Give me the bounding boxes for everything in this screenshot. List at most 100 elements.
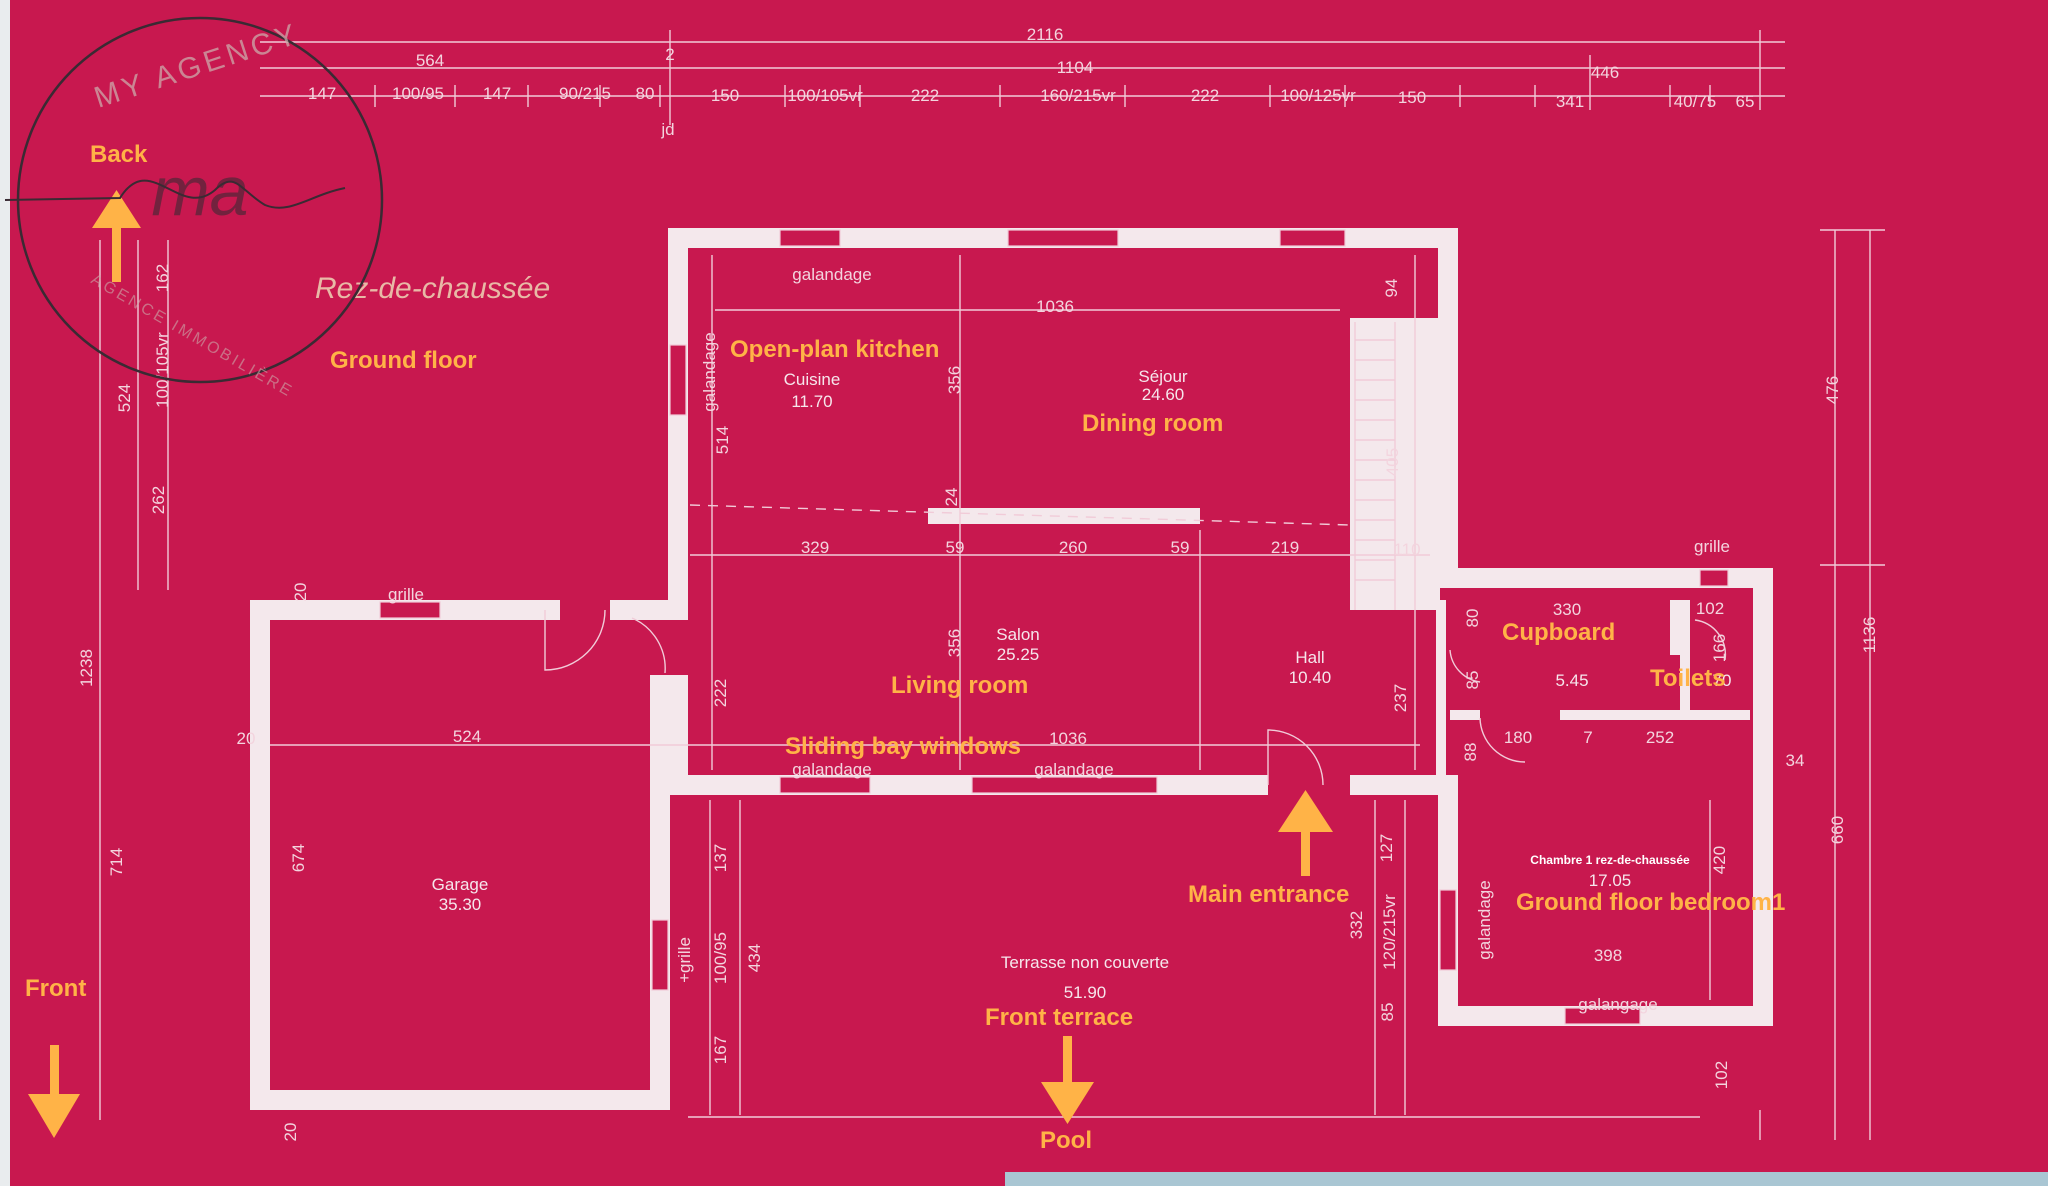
galandage-salon-right: galandage bbox=[1034, 760, 1113, 779]
room-garage-name: Garage bbox=[432, 875, 489, 894]
dim-162: 162 bbox=[153, 264, 172, 292]
dim-222b: 222 bbox=[1191, 86, 1219, 105]
dim-167: 167 bbox=[711, 1036, 730, 1064]
side-dimension-lines bbox=[99, 229, 1885, 1140]
dim-147a: 147 bbox=[308, 84, 336, 103]
room-hall-area: 10.40 bbox=[1289, 668, 1332, 687]
annotation-ground-floor: Ground floor bbox=[330, 347, 477, 374]
dim-85-terrace: 85 bbox=[1378, 1003, 1397, 1022]
dim-514: 514 bbox=[713, 426, 732, 454]
dim-262: 262 bbox=[149, 486, 168, 514]
dim-80: 80 bbox=[636, 84, 655, 103]
dim-65: 65 bbox=[1736, 92, 1755, 111]
dim-434: 434 bbox=[745, 944, 764, 972]
dim-1238: 1238 bbox=[77, 649, 96, 687]
annotation-cupboard: Cupboard bbox=[1502, 619, 1615, 646]
pool-arrow-icon bbox=[1041, 1036, 1094, 1124]
windows bbox=[379, 229, 1729, 1025]
dim-219: 219 bbox=[1271, 538, 1299, 557]
dim-674: 674 bbox=[289, 844, 308, 872]
opening-labels: galandage galandage galandage galandage … bbox=[388, 265, 1730, 1014]
dim-398: 398 bbox=[1594, 946, 1622, 965]
annotation-living-room: Living room bbox=[891, 672, 1028, 699]
room-cupboard-area: 5.45 bbox=[1555, 671, 1588, 690]
dim-90-215: 90/215 bbox=[559, 84, 611, 103]
annotation-main-entrance: Main entrance bbox=[1188, 881, 1349, 908]
annotation-back: Back bbox=[90, 141, 148, 168]
dim-1036-salon: 1036 bbox=[1049, 729, 1087, 748]
room-salon-name: Salon bbox=[996, 625, 1039, 644]
dim-1136: 1136 bbox=[1860, 617, 1879, 654]
dim-524: 524 bbox=[453, 727, 481, 746]
dim-150a: 150 bbox=[711, 86, 739, 105]
dim-110: 110 bbox=[1393, 540, 1420, 559]
dim-405: 405 bbox=[1383, 448, 1402, 476]
down-arrow-icon bbox=[28, 1045, 80, 1138]
dim-420: 420 bbox=[1710, 846, 1729, 874]
grille-garage: grille bbox=[388, 585, 424, 604]
dim-332: 332 bbox=[1347, 911, 1366, 939]
room-sejour-name: Séjour bbox=[1138, 367, 1187, 386]
annotation-pool: Pool bbox=[1040, 1127, 1092, 1154]
doors bbox=[544, 609, 1727, 786]
dim-524-left: 524 bbox=[115, 384, 134, 412]
room-cuisine-name: Cuisine bbox=[784, 370, 841, 389]
galandage-kitchen: galandage bbox=[792, 265, 871, 284]
dim-564: 564 bbox=[416, 51, 444, 70]
dim-356-salon: 356 bbox=[945, 629, 964, 657]
dim-100-95-terrace: 100/95 bbox=[711, 932, 730, 984]
dim-40-75: 40/75 bbox=[1674, 92, 1717, 111]
main-entrance-arrow-icon bbox=[1278, 790, 1333, 876]
dim-100-105vr: 100/105vr bbox=[787, 86, 863, 105]
dim-34: 34 bbox=[1786, 751, 1805, 770]
annotation-sliding-bay: Sliding bay windows bbox=[785, 733, 1021, 760]
dim-85: 85 bbox=[1463, 671, 1482, 690]
top-dimension-lines bbox=[260, 30, 1785, 125]
dim-330: 330 bbox=[1553, 600, 1581, 619]
room-sejour-area: 24.60 bbox=[1142, 385, 1185, 404]
dim-1104: 1104 bbox=[1057, 58, 1094, 77]
staircase bbox=[1354, 322, 1396, 610]
interior-dimension-lines bbox=[270, 255, 1711, 1118]
dim-341: 341 bbox=[1556, 92, 1584, 111]
annotation-bedroom: Ground floor bedroom1 bbox=[1516, 889, 1785, 916]
dim-80-cupboard: 80 bbox=[1463, 609, 1482, 628]
dim-24: 24 bbox=[942, 488, 961, 507]
dim-2116: 2116 bbox=[1027, 25, 1064, 44]
room-terrasse-name: Terrasse non couverte bbox=[1001, 953, 1169, 972]
room-cuisine-area: 11.70 bbox=[791, 392, 832, 411]
dim-100-105vr-left: 100/105vr bbox=[153, 332, 172, 408]
dim-147b: 147 bbox=[483, 84, 511, 103]
dim-356-top: 356 bbox=[945, 366, 964, 394]
dim-166: 166 bbox=[1710, 634, 1729, 662]
dim-222-salon: 222 bbox=[711, 679, 730, 707]
galandage-salon-left: galandage bbox=[792, 760, 871, 779]
dim-180: 180 bbox=[1504, 728, 1532, 747]
dim-329: 329 bbox=[801, 538, 829, 557]
grille-toilets: grille bbox=[1694, 537, 1730, 556]
room-garage-area: 35.30 bbox=[439, 895, 482, 914]
annotation-front-terrace: Front terrace bbox=[985, 1004, 1133, 1031]
galandage-kitchen-side: galandage bbox=[700, 332, 719, 411]
top-dimension-labels: 2116 564 2 1104 446 147 100/95 147 90/21… bbox=[308, 25, 1755, 139]
room-hall-name: Hall bbox=[1295, 648, 1324, 667]
dim-100-125vr: 100/125vr bbox=[1280, 86, 1356, 105]
dim-237: 237 bbox=[1391, 684, 1410, 712]
room-chambre-name: Chambre 1 rez-de-chaussée bbox=[1530, 853, 1690, 867]
annotation-dining-room: Dining room bbox=[1082, 410, 1223, 437]
dim-137: 137 bbox=[711, 844, 730, 872]
dim-2: 2 bbox=[665, 45, 674, 64]
dim-59a: 59 bbox=[946, 538, 965, 557]
logo-monogram: ma bbox=[151, 152, 248, 230]
annotations: Ground floor Back Front Open-plan kitche… bbox=[25, 141, 1785, 1154]
dim-150b: 150 bbox=[1398, 88, 1426, 107]
dim-260: 260 bbox=[1059, 538, 1087, 557]
dim-446: 446 bbox=[1591, 63, 1619, 82]
dim-660: 660 bbox=[1828, 816, 1847, 844]
dim-1036-top: 1036 bbox=[1036, 297, 1074, 316]
dim-20-garage-top: 20 bbox=[291, 583, 310, 602]
dim-102-bottom: 102 bbox=[1712, 1061, 1731, 1089]
dim-100-95: 100/95 bbox=[392, 84, 444, 103]
galangage-bedroom: galangage bbox=[1578, 995, 1657, 1014]
jd-label: jd bbox=[660, 120, 674, 139]
